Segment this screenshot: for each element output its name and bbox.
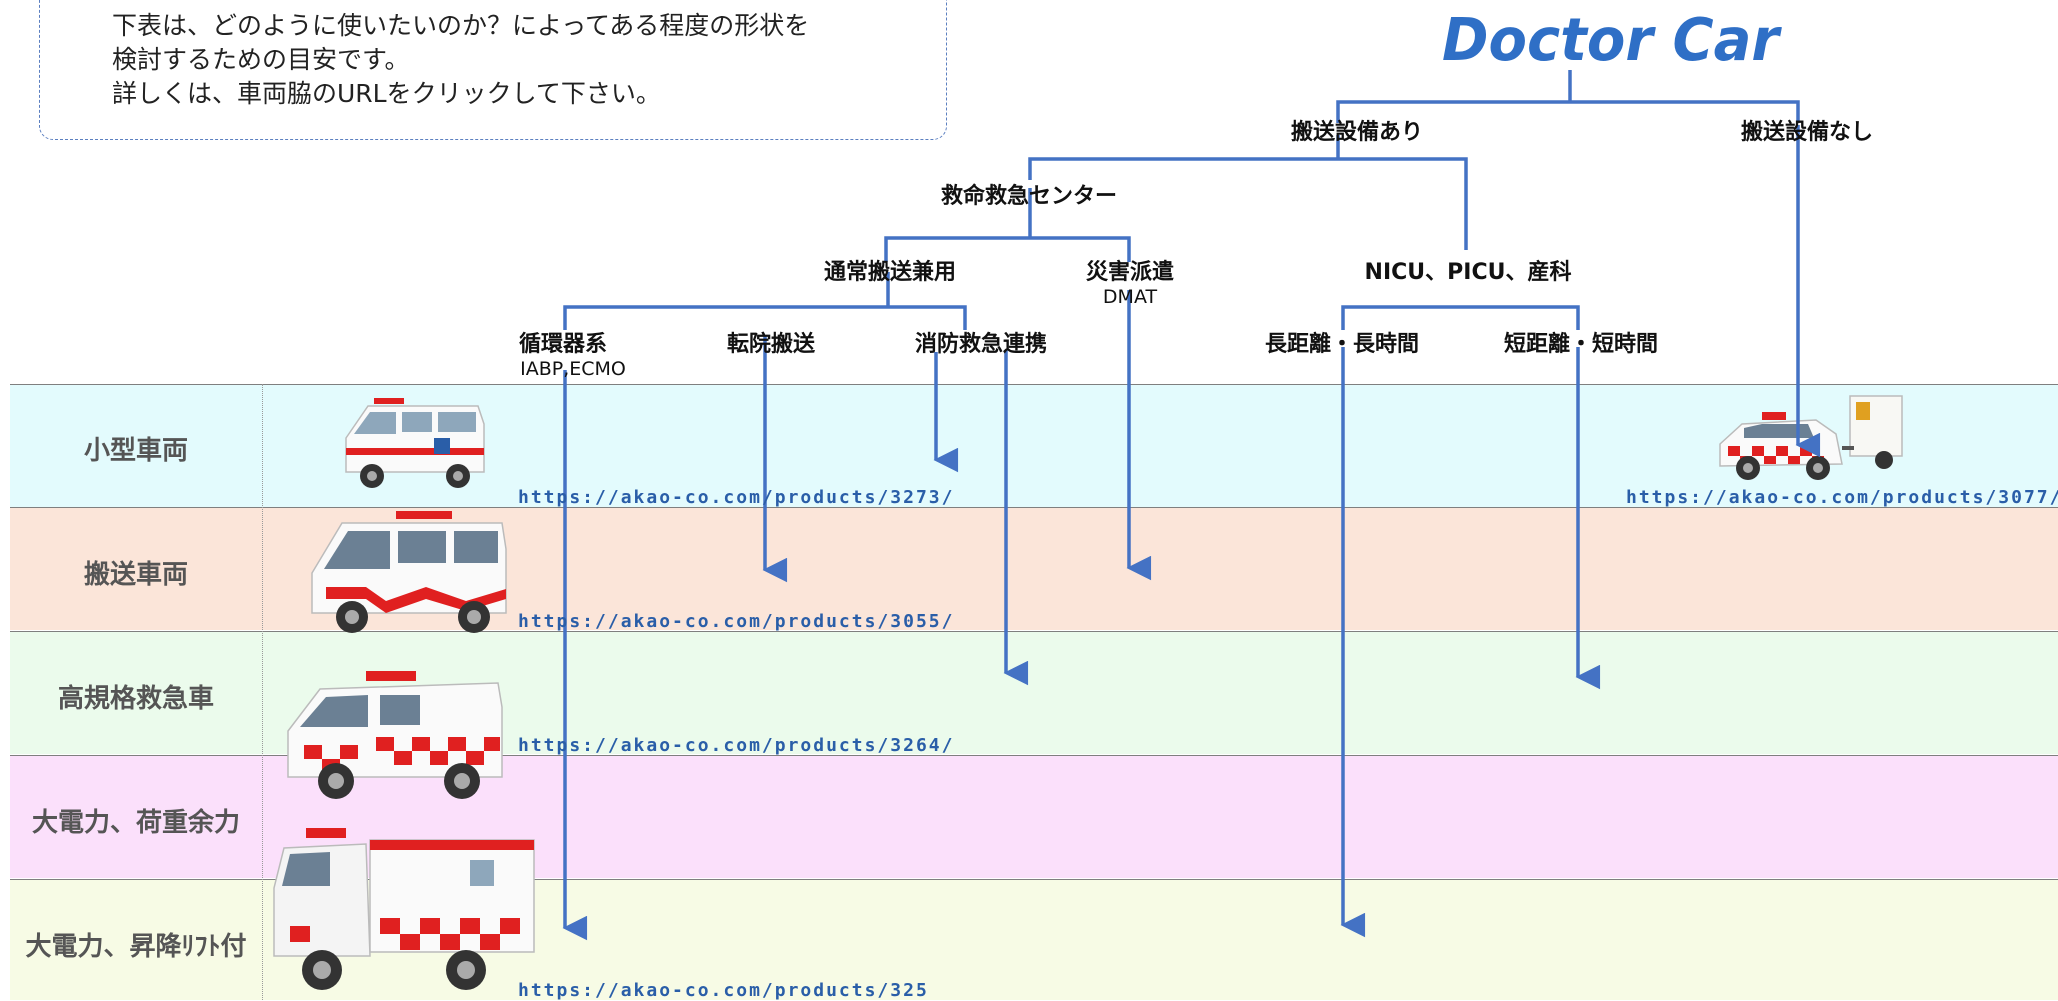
url-link-lift[interactable]: https://akao-co.com/products/325 bbox=[518, 980, 929, 1001]
node-transfer: 転院搬送 bbox=[726, 332, 816, 357]
label-column-divider bbox=[262, 384, 263, 1000]
node-long-distance: 長距離・長時間 bbox=[1264, 332, 1420, 357]
node-disaster-sub: DMAT bbox=[1102, 286, 1158, 308]
truck-ambulance-icon bbox=[273, 828, 535, 990]
info-note-box bbox=[39, 0, 947, 140]
row-label-transport: 搬送車両 bbox=[83, 560, 188, 590]
row-label-high-spec: 高規格救急車 bbox=[57, 684, 214, 714]
node-emergency-center: 救命救急センター bbox=[940, 184, 1118, 209]
url-link-transport[interactable]: https://akao-co.com/products/3055/ bbox=[518, 611, 955, 632]
transport-van-icon bbox=[311, 511, 507, 633]
high-spec-ambulance-icon bbox=[287, 671, 503, 799]
mini-ambulance-icon bbox=[345, 398, 485, 488]
node-normal-transport: 通常搬送兼用 bbox=[823, 260, 957, 285]
row-label-small: 小型車両 bbox=[83, 436, 188, 466]
note-line-1: 下表は、どのように使いたいのか？によってある程度の形状を bbox=[112, 11, 810, 40]
url-link-small[interactable]: https://akao-co.com/products/3273/ bbox=[518, 487, 955, 508]
node-nicu: NICU、PICU、産科 bbox=[1364, 260, 1572, 285]
node-circulatory: 循環器系 bbox=[518, 332, 608, 357]
note-line-3: 詳しくは、車両脇のURLをクリックして下さい。 bbox=[112, 79, 661, 108]
node-with-transport: 搬送設備あり bbox=[1290, 120, 1424, 145]
node-fire-link: 消防救急連携 bbox=[914, 332, 1048, 357]
url-link-high-spec[interactable]: https://akao-co.com/products/3264/ bbox=[518, 735, 955, 756]
page-title: Doctor Car bbox=[1442, 6, 1780, 75]
node-circulatory-sub: IABP,ECMO bbox=[520, 358, 626, 380]
row-label-high-power: 大電力、荷重余力 bbox=[31, 808, 240, 838]
row-label-lift: 大電力、昇降ﾘﾌﾄ付 bbox=[25, 932, 247, 962]
node-disaster: 災害派遣 bbox=[1085, 260, 1175, 285]
node-short-distance: 短距離・短時間 bbox=[1503, 332, 1659, 357]
node-without-transport: 搬送設備なし bbox=[1740, 120, 1874, 145]
url-link-trailer[interactable]: https://akao-co.com/products/3077/ bbox=[1626, 487, 2058, 508]
note-line-2: 検討するための目安です。 bbox=[112, 45, 410, 74]
